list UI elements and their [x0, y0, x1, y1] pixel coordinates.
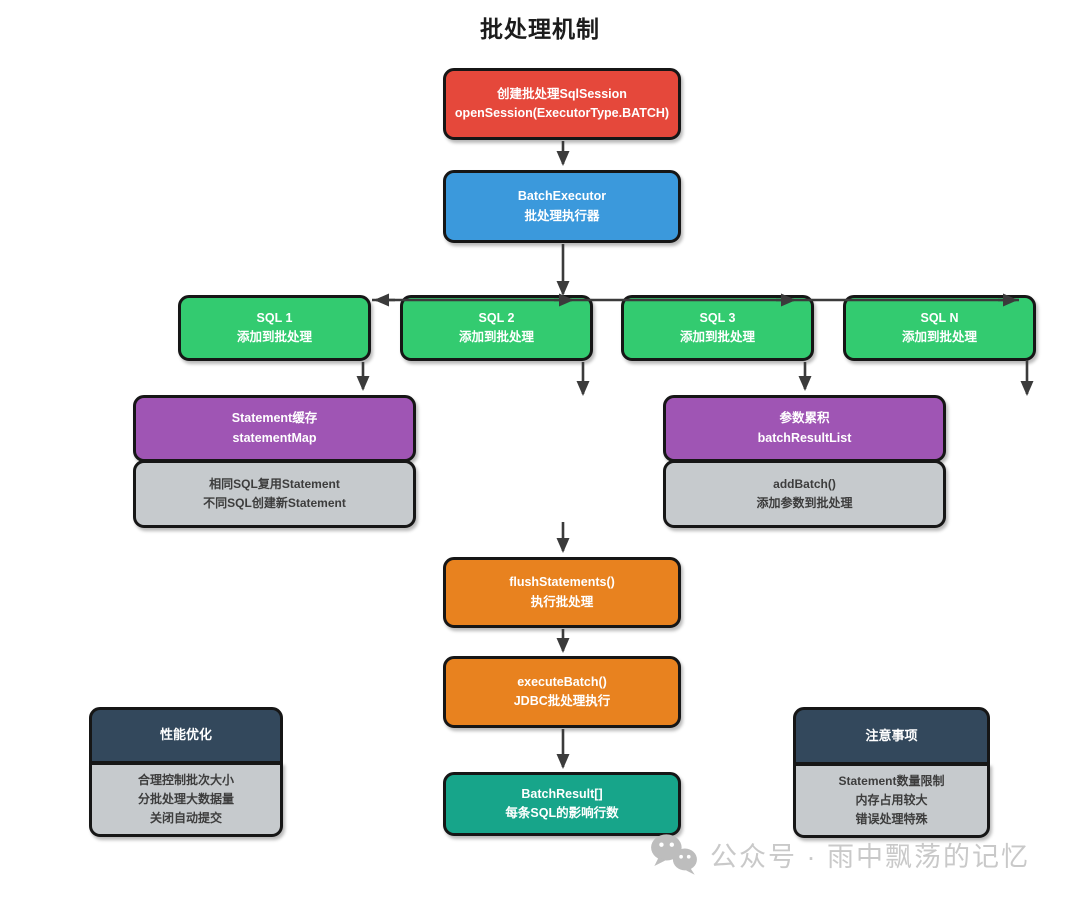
page-title: 批处理机制	[480, 16, 600, 42]
notes-line-1: Statement数量限制	[838, 773, 945, 788]
node-statement-cache-line1: Statement缓存	[231, 411, 318, 426]
perf-header-label: 性能优化	[159, 727, 212, 743]
node-flush-statements: flushStatements() 执行批处理	[443, 557, 681, 628]
node-sql-1-line1: SQL 1	[256, 310, 293, 325]
notes-line-3: 错误处理特殊	[855, 812, 928, 827]
node-flush-statements-line2: 执行批处理	[530, 594, 594, 609]
node-create-session-line1: 创建批处理SqlSession	[497, 86, 627, 101]
node-execute-batch-line1: executeBatch()	[517, 674, 607, 689]
perf-body: 合理控制批次大小 分批处理大数据量 关闭自动提交	[89, 762, 283, 837]
node-batch-result-line1: BatchResult[]	[521, 786, 603, 801]
node-statement-cache: Statement缓存 statementMap	[133, 395, 416, 462]
node-sql-3: SQL 3 添加到批处理	[621, 295, 814, 361]
perf-header: 性能优化	[89, 707, 283, 764]
perf-line-3: 关闭自动提交	[149, 811, 222, 826]
node-batch-result: BatchResult[] 每条SQL的影响行数	[443, 772, 681, 836]
node-execute-batch-line2: JDBC批处理执行	[513, 694, 611, 708]
node-param-accumulate-line1: 参数累积	[779, 411, 830, 426]
node-sql-n-line2: 添加到批处理	[901, 330, 977, 344]
node-statement-cache-note-line2: 不同SQL创建新Statement	[203, 496, 346, 510]
notes-line-2: 内存占用较大	[855, 792, 928, 807]
node-sql-n: SQL N 添加到批处理	[843, 295, 1036, 361]
node-create-session-line2: openSession(ExecutorType.BATCH)	[454, 106, 670, 120]
watermark: 公众号 · 雨中飘荡的记忆	[650, 833, 1030, 875]
node-param-accumulate-line2: batchResultList	[757, 430, 852, 445]
node-sql-1-line2: 添加到批处理	[236, 330, 312, 344]
node-sql-3-line2: 添加到批处理	[679, 330, 755, 344]
node-param-accumulate: 参数累积 batchResultList	[663, 395, 946, 462]
node-sql-2: SQL 2 添加到批处理	[400, 295, 593, 361]
node-batch-executor: BatchExecutor 批处理执行器	[443, 170, 681, 243]
node-param-accumulate-note-line1: addBatch()	[773, 477, 836, 492]
node-sql-2-line1: SQL 2	[478, 310, 515, 325]
node-sql-2-line2: 添加到批处理	[458, 330, 534, 344]
notes-header: 注意事项	[793, 707, 990, 765]
perf-line-2: 分批处理大数据量	[137, 791, 234, 806]
node-statement-cache-note-line1: 相同SQL复用Statement	[209, 477, 340, 492]
node-param-accumulate-note-line2: 添加参数到批处理	[756, 496, 853, 510]
node-statement-cache-note: 相同SQL复用Statement 不同SQL创建新Statement	[133, 460, 416, 528]
wechat-icon	[651, 834, 697, 875]
notes-body: Statement数量限制 内存占用较大 错误处理特殊	[793, 763, 990, 838]
node-statement-cache-line2: statementMap	[232, 430, 317, 445]
node-flush-statements-line1: flushStatements()	[509, 575, 615, 590]
node-sql-3-line1: SQL 3	[699, 310, 736, 325]
notes-header-label: 注意事项	[865, 727, 918, 743]
node-execute-batch: executeBatch() JDBC批处理执行	[443, 656, 681, 728]
node-sql-1: SQL 1 添加到批处理	[178, 295, 371, 361]
node-param-accumulate-note: addBatch() 添加参数到批处理	[663, 460, 946, 528]
node-batch-result-line2: 每条SQL的影响行数	[505, 806, 619, 820]
node-batch-executor-line2: 批处理执行器	[524, 208, 600, 223]
perf-line-1: 合理控制批次大小	[137, 772, 234, 787]
watermark-text: 公众号 · 雨中飘荡的记忆	[710, 841, 1030, 872]
node-batch-executor-line1: BatchExecutor	[517, 189, 607, 204]
node-create-session: 创建批处理SqlSession openSession(ExecutorType…	[443, 68, 681, 140]
node-sql-n-line1: SQL N	[920, 310, 959, 325]
